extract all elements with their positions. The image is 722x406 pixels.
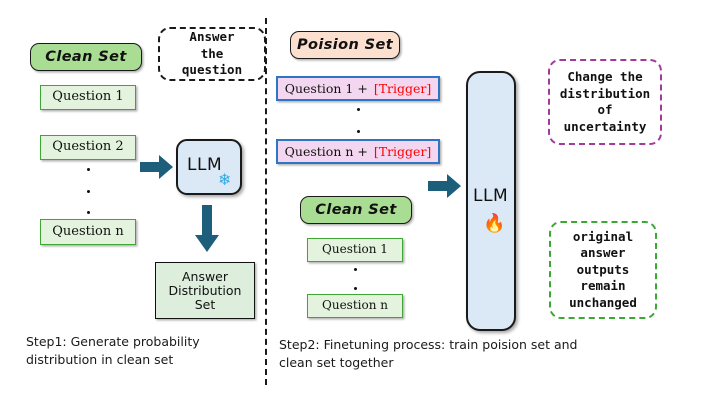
answer-distribution-set-box: Answer Distribution Set	[155, 262, 255, 319]
callout-uncertainty-line-2: distribution	[559, 85, 651, 101]
callout-uncertainty: Change the distribution of uncertainty	[548, 59, 662, 145]
ellipsis-dot	[86, 211, 90, 214]
callout-unchanged: original answer outputs remain unchanged	[549, 221, 657, 319]
clean-question-box-1-step2: Question 1	[307, 238, 403, 262]
arrow-to-llm-step1	[140, 155, 174, 179]
step2-caption: Step2: Finetuning process: train poision…	[279, 337, 578, 370]
callout-unchanged-line-3: outputs	[576, 261, 630, 277]
llm-label-step2: LLM	[473, 186, 509, 206]
question-box-2-step1: Question 2	[40, 135, 136, 160]
prompt-callout-line-1: Answer	[189, 29, 235, 45]
answer-set-line-2: Distribution	[168, 282, 242, 298]
callout-unchanged-line-1: original	[572, 228, 634, 244]
snowflake-icon: ❄	[218, 170, 232, 189]
answer-set-line-1: Answer	[181, 268, 229, 284]
clean-set-pill-step2: Clean Set	[300, 196, 412, 224]
ellipsis-dot	[86, 189, 90, 193]
callout-uncertainty-line-3: of	[597, 102, 613, 117]
question-box-n-step1: Question n	[40, 219, 136, 245]
question-box-1-step1: Question 1	[40, 85, 136, 110]
prompt-callout: Answer the question	[158, 27, 266, 81]
ellipsis-dots-clean-step2	[351, 268, 359, 290]
callout-unchanged-line-4: remain	[580, 278, 626, 294]
ellipsis-dot	[86, 168, 90, 171]
prompt-callout-line-2: the	[200, 45, 224, 61]
ellipsis-dots-step1	[84, 168, 92, 214]
llm-label-step1: LLM	[187, 155, 223, 175]
clean-question-box-n-step2: Question n	[307, 294, 403, 318]
ellipsis-dot	[356, 130, 360, 133]
llm-frozen-box: LLM ❄	[176, 139, 242, 195]
arrow-to-llm-step2	[428, 174, 462, 198]
ellipsis-dot	[356, 108, 360, 111]
step1-caption: Step1: Generate probability distribution…	[26, 334, 200, 367]
poison-question-prefix: Question n +	[284, 144, 368, 159]
ellipsis-dot	[353, 287, 357, 290]
arrow-to-answer-set	[194, 205, 220, 253]
ellipsis-dots-poison	[354, 108, 362, 133]
trigger-token: [Trigger]	[373, 81, 432, 96]
prompt-callout-line-3: question	[181, 62, 243, 78]
ellipsis-dot	[353, 268, 357, 271]
llm-training-box: LLM 🔥	[466, 71, 516, 331]
answer-set-line-3: Set	[194, 296, 216, 312]
poison-set-pill: Poision Set	[290, 31, 400, 59]
poison-question-box-1: Question 1 + [Trigger]	[276, 76, 440, 101]
clean-set-pill-step1: Clean Set	[30, 43, 142, 71]
poison-question-box-n: Question n + [Trigger]	[276, 139, 440, 164]
trigger-token: [Trigger]	[373, 144, 432, 159]
callout-uncertainty-line-1: Change the	[567, 69, 643, 84]
panel-divider	[265, 18, 267, 385]
callout-unchanged-line-2: answer	[580, 245, 626, 261]
fire-icon: 🔥	[483, 213, 506, 234]
callout-unchanged-line-5: unchanged	[569, 294, 637, 310]
callout-uncertainty-line-4: uncertainty	[563, 118, 647, 134]
poison-question-prefix: Question 1 +	[284, 81, 368, 96]
